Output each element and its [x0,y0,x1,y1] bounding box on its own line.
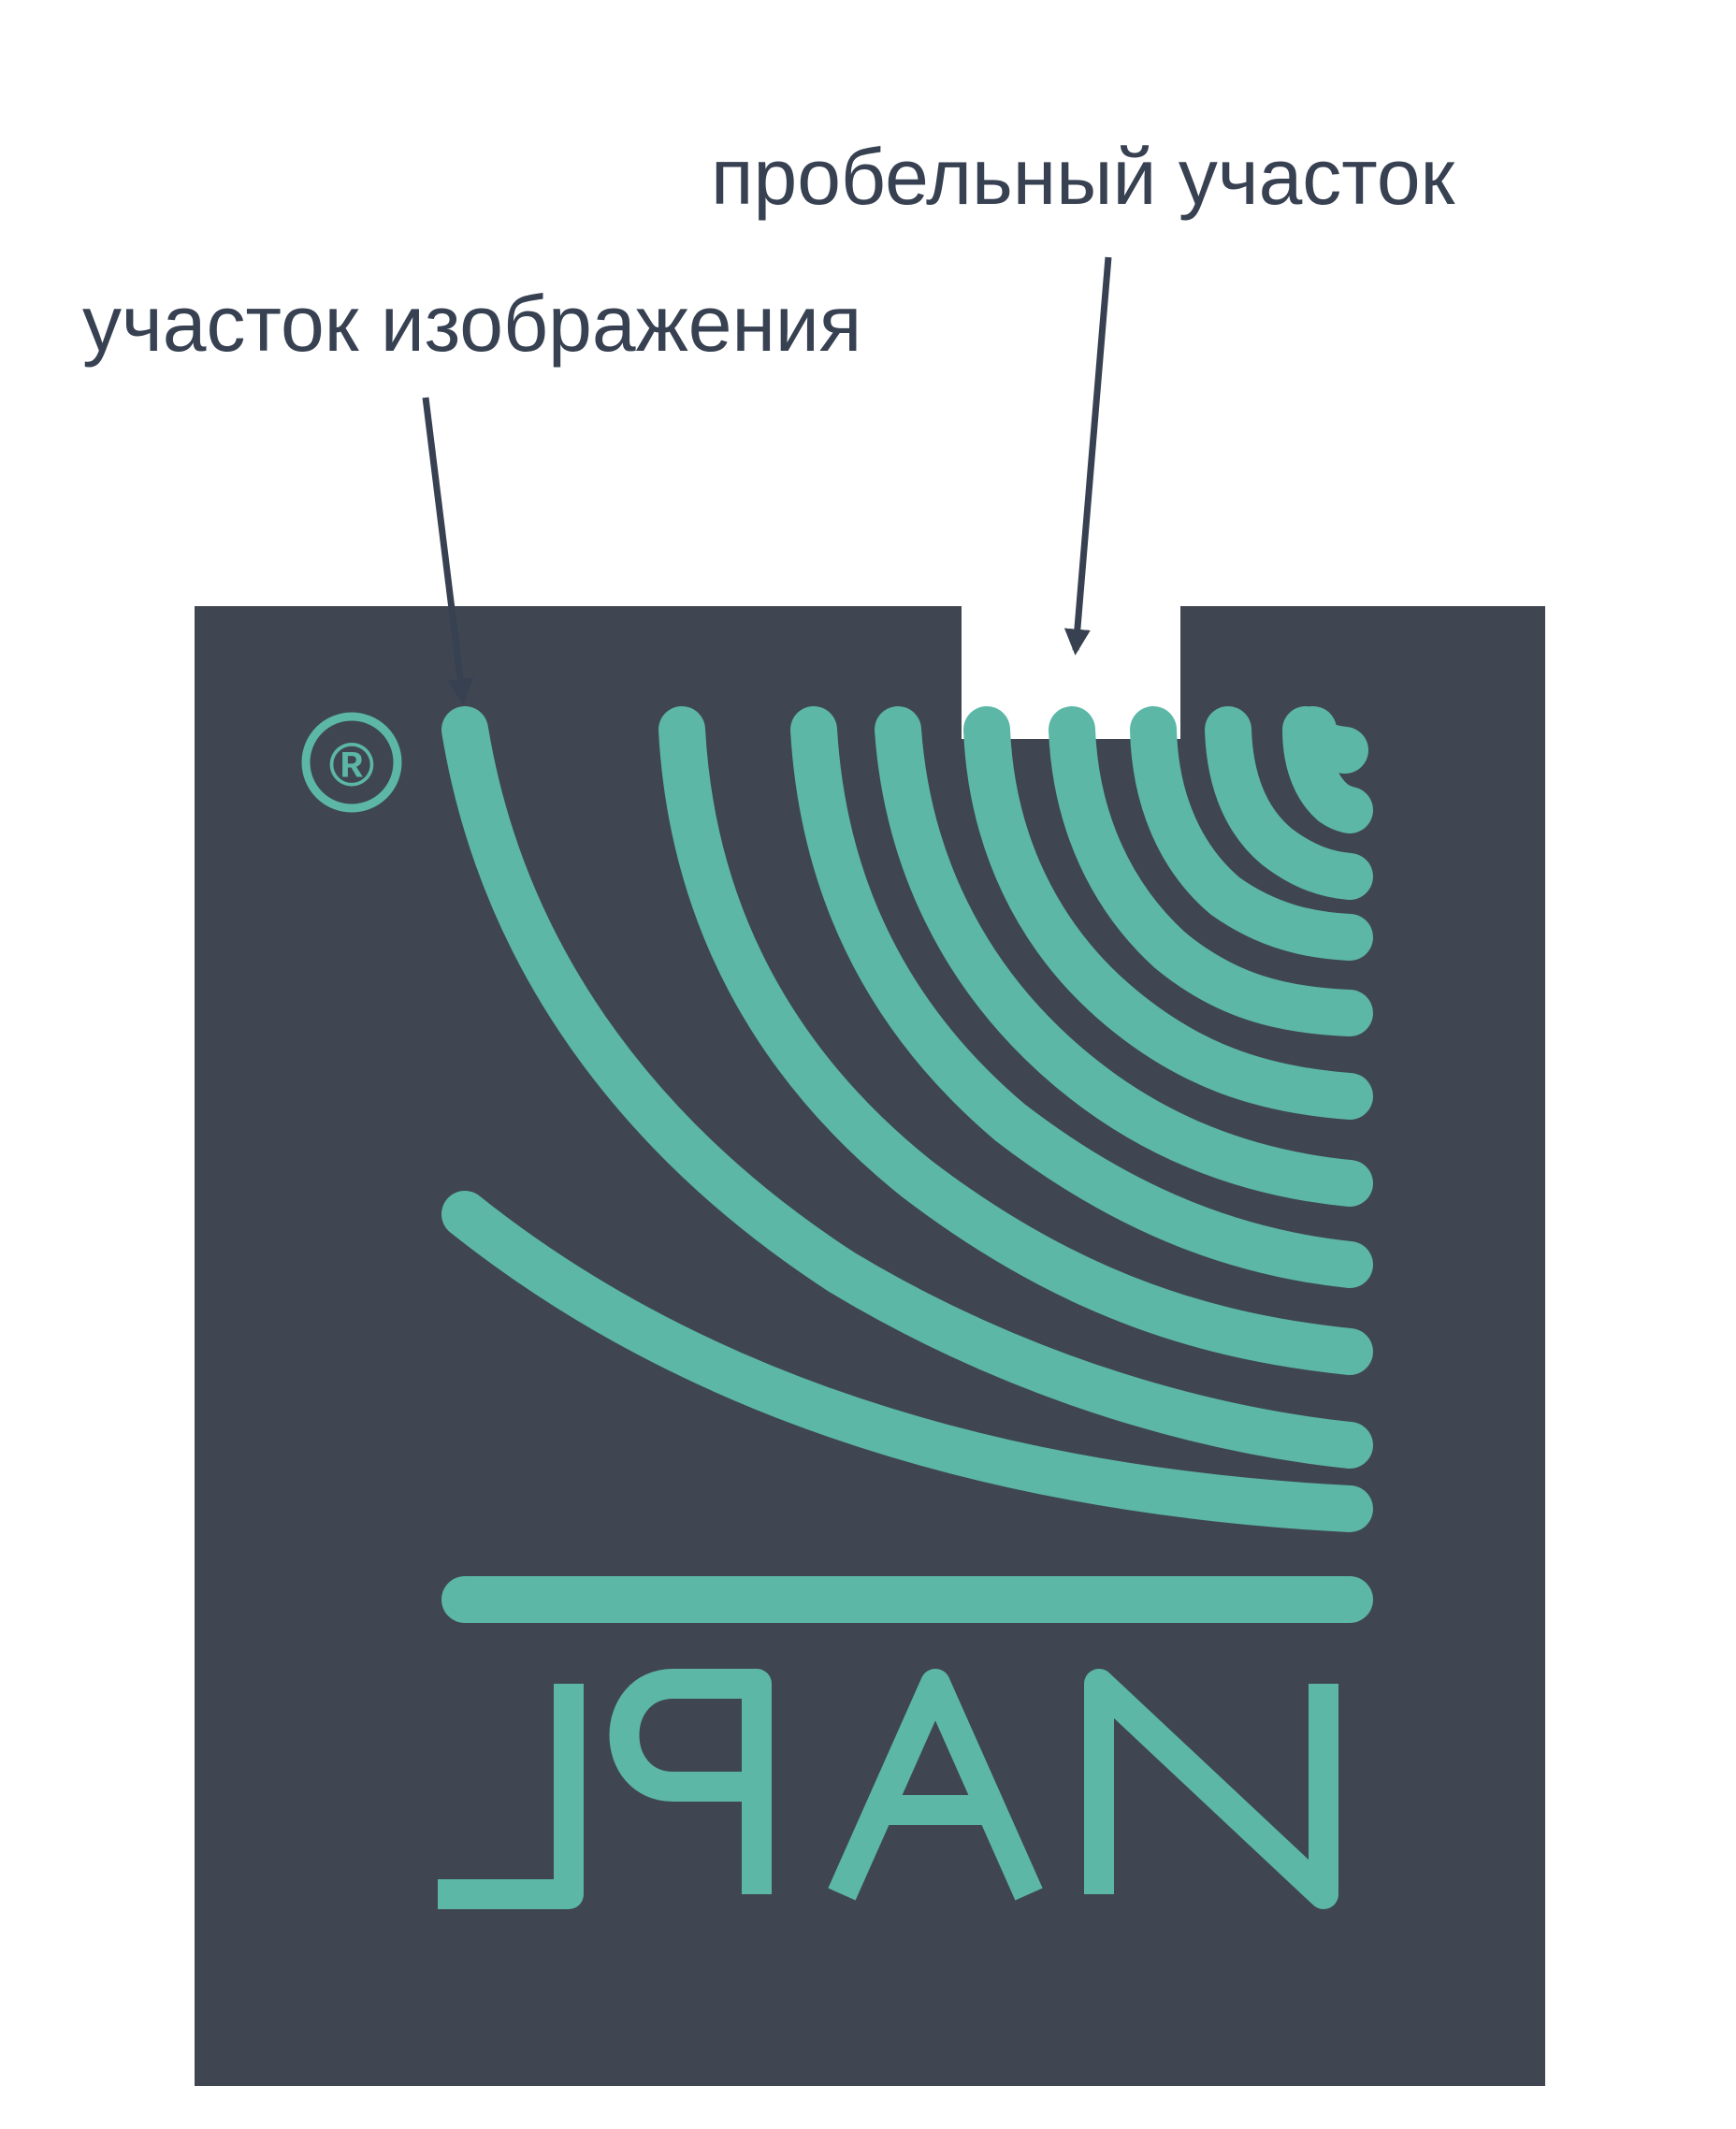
logo-arc-1 [441,706,1373,1469]
letter-n-mirrored [1084,1669,1338,1909]
blank-area-label: пробельный участок [711,133,1456,221]
logo-arc-6 [1049,706,1373,1036]
letter-p-mirrored [609,1669,772,1894]
arrow-to-image-area [422,397,474,705]
arrow-to-blank-area [1063,256,1112,656]
letter-l-mirrored [438,1684,584,1909]
logo-arc-8 [1205,706,1373,900]
logo-arc-2 [658,706,1373,1375]
logo-arc-3 [790,706,1373,1288]
logo-arc-5 [963,706,1373,1120]
logo-arcs [441,706,1373,1532]
logo-arc-7 [1130,706,1373,961]
registered-mark-text: ® [329,730,375,799]
logo-arc-10 [441,1191,1373,1532]
logo-arc-11 [1290,706,1368,774]
logo-lettering-mirrored [438,1669,1338,1909]
logo-arc-4 [875,706,1373,1207]
image-area-label: участок изображения [82,280,861,368]
letter-a [828,1669,1043,1901]
registered-mark-icon: ® [301,712,402,813]
